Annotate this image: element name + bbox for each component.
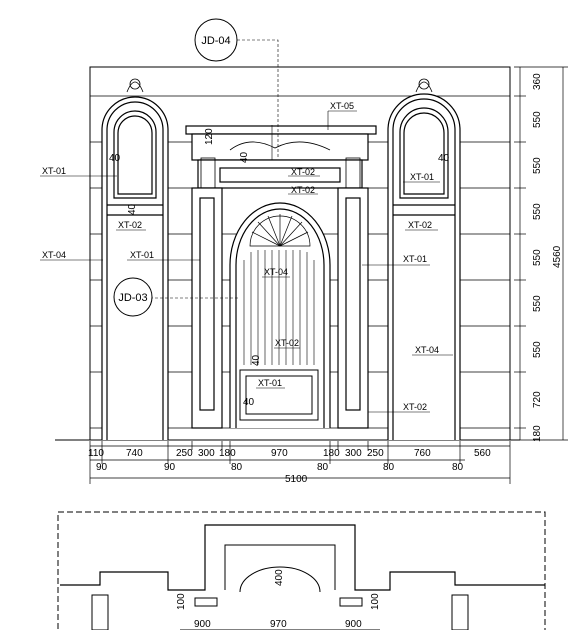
left-arch-pilaster [101, 96, 169, 440]
right-arch-pilaster [387, 93, 461, 440]
tag-xt01-innerright: XT-01 [403, 254, 427, 264]
bottom-dimension-text: 110 740 250 300 180 970 180 300 250 760 … [88, 448, 491, 485]
plan-dim-100b: 100 [370, 593, 381, 610]
plan-dim-970: 970 [270, 619, 287, 630]
bdim-740: 740 [126, 448, 143, 459]
bdim-180a: 180 [219, 448, 236, 459]
callout-leaders [150, 39, 279, 299]
lower-panel [239, 369, 319, 421]
right-dimension-text: 360 550 550 550 550 550 550 720 180 4560 [532, 73, 563, 442]
tag-xt02-right: XT-02 [408, 220, 432, 230]
dim-40-lower2: 40 [243, 397, 255, 408]
tag-xt02-lower: XT-02 [275, 338, 299, 348]
bdim-80c: 80 [383, 462, 395, 473]
bdim-250b: 250 [367, 448, 384, 459]
tag-xt01-left: XT-01 [42, 166, 66, 176]
tag-xt01-right: XT-01 [410, 172, 434, 182]
plan-dimension-text: 900 970 900 400 100 100 [176, 569, 381, 630]
tag-xt04-right: XT-04 [415, 345, 439, 355]
rdim-total: 4560 [552, 245, 563, 268]
arch-flutes [243, 250, 315, 365]
plan-dim-400: 400 [274, 569, 285, 586]
dim-40-rightarch: 40 [438, 153, 450, 164]
bdim-90b: 90 [164, 462, 176, 473]
rdim-7: 720 [532, 391, 543, 408]
bdim-560: 560 [474, 448, 491, 459]
bdim-total: 5100 [285, 474, 308, 485]
tag-xt04-center: XT-04 [264, 267, 288, 277]
callout-jd03-label: JD-03 [118, 292, 147, 304]
callout-circles [113, 18, 238, 317]
bdim-80d: 80 [452, 462, 464, 473]
rdim-1: 550 [532, 111, 543, 128]
dim-40-center: 40 [239, 151, 250, 163]
tag-xt05: XT-05 [330, 101, 354, 111]
callout-jd04-circle [194, 18, 238, 62]
plan-section [57, 511, 546, 630]
tag-xt02-mid: XT-02 [291, 185, 315, 195]
bdim-970: 970 [271, 448, 288, 459]
rdim-8: 180 [532, 425, 543, 442]
inline-dimensions: 120 40 40 40 40 40 40 [109, 128, 450, 408]
bdim-250: 250 [176, 448, 193, 459]
rdim-6: 550 [532, 341, 543, 358]
bdim-760: 760 [414, 448, 431, 459]
shell-fan [249, 214, 311, 247]
rdim-2: 550 [532, 157, 543, 174]
tag-leaders [40, 110, 453, 413]
bdim-80b: 80 [317, 462, 329, 473]
bdim-300a: 300 [198, 448, 215, 459]
bdim-80a: 80 [231, 462, 243, 473]
rdim-4: 550 [532, 249, 543, 266]
dim-40-leftarch: 40 [109, 153, 121, 164]
dim-40-lower1: 40 [251, 354, 262, 366]
plan-dim-900a: 900 [194, 619, 211, 630]
tag-xt02-top: XT-02 [291, 167, 315, 177]
bdim-180b: 180 [323, 448, 340, 459]
rdim-5: 550 [532, 295, 543, 312]
tag-xt04-left: XT-04 [42, 250, 66, 260]
right-dimension-lines [514, 66, 568, 441]
material-tags: XT-05 XT-02 XT-02 XT-01 XT-01 XT-02 XT-0… [42, 101, 439, 412]
callout-jd04-label: JD-04 [201, 35, 230, 47]
bdim-300b: 300 [345, 448, 362, 459]
tag-xt02-left: XT-02 [118, 220, 142, 230]
dim-120: 120 [204, 128, 215, 145]
bottom-dimension-lines [89, 441, 511, 484]
callout-jd03-circle [113, 277, 153, 317]
bdim-110: 110 [88, 448, 104, 459]
tag-xt02-bottomright: XT-02 [403, 402, 427, 412]
plan-dim-900b: 900 [345, 619, 362, 630]
dim-40-leftcol: 40 [127, 203, 138, 215]
bdim-90a: 90 [96, 462, 108, 473]
rdim-0: 360 [532, 73, 543, 90]
tag-xt01-lower: XT-01 [258, 378, 282, 388]
plan-dim-100a: 100 [176, 593, 187, 610]
tag-xt01-innerleft: XT-01 [130, 250, 154, 260]
rdim-3: 550 [532, 203, 543, 220]
arch-crest-ornaments [126, 78, 433, 93]
